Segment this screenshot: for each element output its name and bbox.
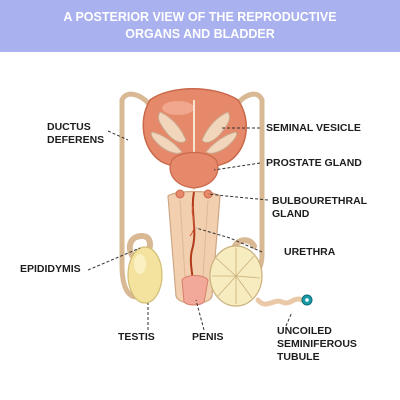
- ductus-deferens-left: [119, 91, 151, 300]
- seminal-vesicles: [150, 111, 238, 154]
- label-bulbourethral-gland: BULBOURETHRAL GLAND: [272, 195, 368, 220]
- label-testis: TESTIS: [118, 331, 155, 343]
- epididymis-left: [126, 232, 153, 261]
- label-seminal-vesicle: SEMINAL VESICLE: [266, 122, 361, 134]
- label-ductus-deferens: DUCTUS DEFERENS: [47, 121, 105, 146]
- label-penis: PENIS: [192, 331, 224, 343]
- testis-left: [127, 246, 163, 304]
- leader-lines: [87, 127, 293, 331]
- label-uncoiled-tubule: UNCOILED SEMINIFEROUS TUBULE: [277, 325, 357, 363]
- title-banner: A POSTERIOR VIEW OF THE REPRODUCTIVE ORG…: [0, 0, 400, 52]
- glans: [181, 275, 209, 306]
- label-prostate-gland: PROSTATE GLAND: [266, 157, 362, 169]
- label-urethra: URETHRA: [284, 246, 336, 258]
- prostate-gland: [169, 151, 219, 189]
- bulbourethral-gland-left: [175, 189, 185, 199]
- title-line-2: ORGANS AND BLADDER: [125, 27, 275, 41]
- title-line-1: A POSTERIOR VIEW OF THE REPRODUCTIVE: [63, 10, 337, 24]
- uncoiled-tubule: [255, 296, 305, 307]
- label-epididymis: EPIDIDYMIS: [20, 263, 81, 275]
